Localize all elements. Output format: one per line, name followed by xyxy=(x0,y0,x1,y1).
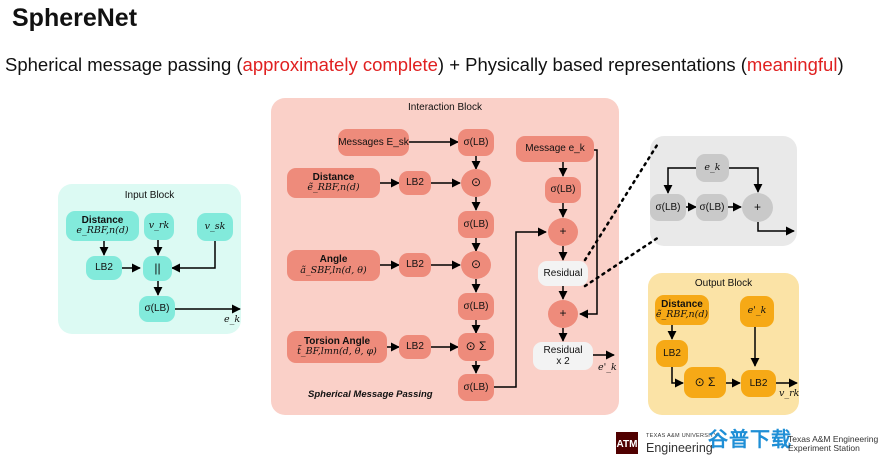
svg-text:ATM: ATM xyxy=(617,439,638,450)
residual-x2-line2: x 2 xyxy=(556,356,570,367)
page-title: SphereNet xyxy=(12,4,138,32)
interaction-plus-1: + xyxy=(548,218,578,246)
residual-x2-line1: Residual xyxy=(543,344,583,356)
detail-sigma-lb-1: σ(LB) xyxy=(650,194,686,221)
subtitle-highlight-complete: approximately complete xyxy=(242,54,438,75)
message-ek-node: Message e_k xyxy=(516,136,594,162)
output-distance-math: ẽ_RBF,n(d) xyxy=(655,309,709,321)
input-distance-label: Distance xyxy=(81,214,124,226)
interaction-torsion-node: Torsion Angle t̃_BF,lmn(d, θ, φ) xyxy=(287,331,387,363)
interaction-sigma-lb-2: σ(LB) xyxy=(458,211,494,238)
output-lb2-2: LB2 xyxy=(741,370,776,397)
interaction-sigma-lb-5: σ(LB) xyxy=(545,177,581,203)
subtitle-part1: Spherical message passing ( xyxy=(5,54,243,75)
interaction-lb2-1: LB2 xyxy=(399,171,431,195)
input-distance-node: Distance e_RBF,n(d) xyxy=(66,211,139,241)
input-lb2-node: LB2 xyxy=(86,256,122,280)
output-block-title: Output Block xyxy=(694,278,753,289)
input-sigma-lb-node: σ(LB) xyxy=(139,296,175,322)
interaction-distance-label: Distance xyxy=(312,171,355,183)
interaction-lb2-2: LB2 xyxy=(399,253,431,277)
interaction-angle-math: ã_SBF,ln(d, θ) xyxy=(300,264,367,276)
interaction-torsion-label: Torsion Angle xyxy=(303,335,371,347)
output-distance-label: Distance xyxy=(661,298,703,310)
input-block-title: Input Block xyxy=(124,190,175,201)
residual-x2-node: Residual x 2 xyxy=(533,342,593,370)
tees-line2: Experiment Station xyxy=(788,443,860,454)
output-odot-sigma: ⊙ Σ xyxy=(684,367,726,398)
interaction-block-title: Interaction Block xyxy=(408,102,482,113)
output-ek-prime-node: e'_k xyxy=(740,296,774,327)
input-v-sk-node: v_sk xyxy=(197,213,233,241)
interaction-odot-2: ⊙ xyxy=(461,251,491,279)
detail-ek-node: e_k xyxy=(696,154,729,182)
output-v-rk-label: v_rk xyxy=(779,388,800,399)
interaction-torsion-math: t̃_BF,lmn(d, θ, φ) xyxy=(297,346,377,358)
messages-node: Messages E_sk xyxy=(338,129,409,156)
interaction-odot-1: ⊙ xyxy=(461,169,491,197)
input-distance-math: e_RBF,n(d) xyxy=(76,225,129,237)
output-lb2-1: LB2 xyxy=(656,340,688,367)
interaction-sigma-lb-3: σ(LB) xyxy=(458,293,494,320)
tees-label: Texas A&M Engineering Experiment Station xyxy=(788,434,879,454)
subtitle-part2: ) + Physically based representations ( xyxy=(437,54,747,75)
interaction-output-label: e'_k xyxy=(598,362,617,373)
interaction-angle-node: Angle ã_SBF,ln(d, θ) xyxy=(287,250,380,281)
tamu-university-label: TEXAS A&M UNIVERSITY xyxy=(646,433,718,439)
tamu-engineering-label: Engineering xyxy=(646,441,713,455)
interaction-sigma-lb-1: σ(LB) xyxy=(458,129,494,156)
spherical-message-passing-label: Spherical Message Passing xyxy=(308,389,433,400)
interaction-lb2-3: LB2 xyxy=(399,335,431,359)
subtitle-highlight-meaningful: meaningful xyxy=(746,54,838,75)
detail-plus: + xyxy=(742,193,773,222)
watermark-logo: 谷普下载 xyxy=(708,429,792,451)
input-v-rk-node: v_rk xyxy=(144,213,174,240)
interaction-odot-sigma: ⊙ Σ xyxy=(458,333,494,361)
detail-sigma-lb-2: σ(LB) xyxy=(696,194,728,221)
interaction-angle-label: Angle xyxy=(319,254,348,266)
interaction-plus-2: + xyxy=(548,300,578,328)
input-concat-node: || xyxy=(143,256,172,281)
interaction-distance-math: ẽ_RBF,n(d) xyxy=(307,182,360,194)
tees-line1: Texas A&M Engineering xyxy=(788,434,879,444)
tamu-logo-icon: ATM xyxy=(616,432,638,454)
interaction-sigma-lb-4: σ(LB) xyxy=(458,374,494,401)
input-output-label: e_k xyxy=(224,314,241,325)
output-distance-node: Distance ẽ_RBF,n(d) xyxy=(655,295,709,325)
subtitle-part3: ) xyxy=(837,54,844,75)
interaction-distance-node: Distance ẽ_RBF,n(d) xyxy=(287,168,380,198)
residual-node: Residual xyxy=(538,261,588,286)
subtitle: Spherical message passing (approximately… xyxy=(5,54,844,76)
